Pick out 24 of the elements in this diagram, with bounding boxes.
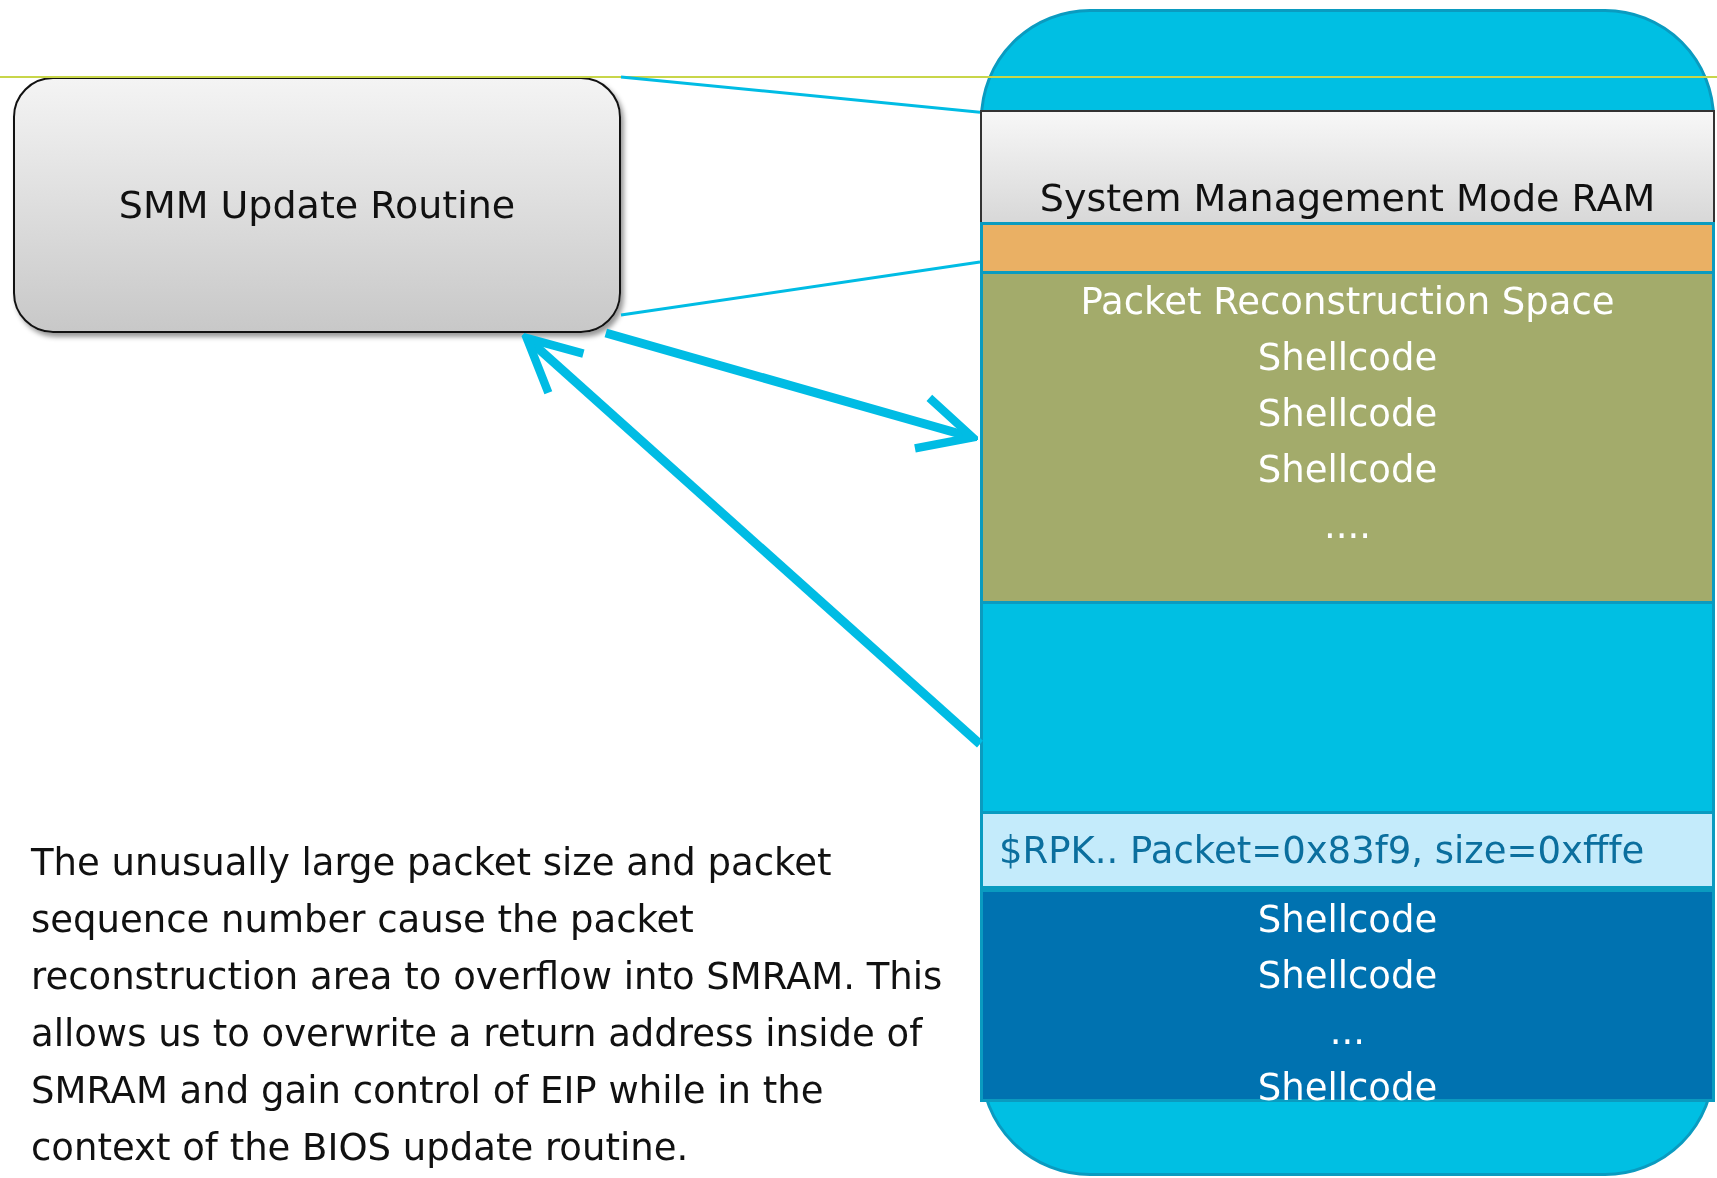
arrow — [522, 333, 983, 748]
note-paragraph: The unusually large packet size and packet sequence number cause the packet reconstruction area to overflow into SMRAM. This allows us to overwrite a return address inside of SMRAM and gain control of EIP while in the context of the BIOS update routine. — [31, 840, 944, 1171]
memory-region — [980, 811, 1715, 889]
region-label: Shellcode — [1256, 447, 1439, 493]
region-label: Shellcode — [1256, 391, 1439, 437]
region-label: .... — [1322, 503, 1372, 549]
region-label: Packet Reconstruction Space — [1079, 279, 1616, 325]
connector-line — [620, 260, 981, 317]
connector-line — [620, 75, 981, 114]
memory-region — [980, 222, 1715, 272]
memory-container — [980, 9, 1715, 1176]
memory-region — [980, 271, 1715, 604]
region-label: ... — [1328, 1009, 1367, 1055]
region-label: $RPK.. Packet=0x83f9, size=0xfffe — [998, 828, 1646, 872]
process-box — [13, 77, 621, 333]
arrow — [604, 328, 977, 453]
memory-region — [980, 110, 1715, 222]
region-label: Shellcode — [1256, 1065, 1439, 1111]
box-label: SMM Update Routine — [117, 183, 517, 227]
memory-region — [980, 889, 1715, 1102]
region-label: Shellcode — [1256, 953, 1439, 999]
region-label: Shellcode — [1256, 335, 1439, 381]
region-label: System Management Mode RAM — [1038, 176, 1657, 220]
region-label: Shellcode — [1256, 897, 1439, 943]
